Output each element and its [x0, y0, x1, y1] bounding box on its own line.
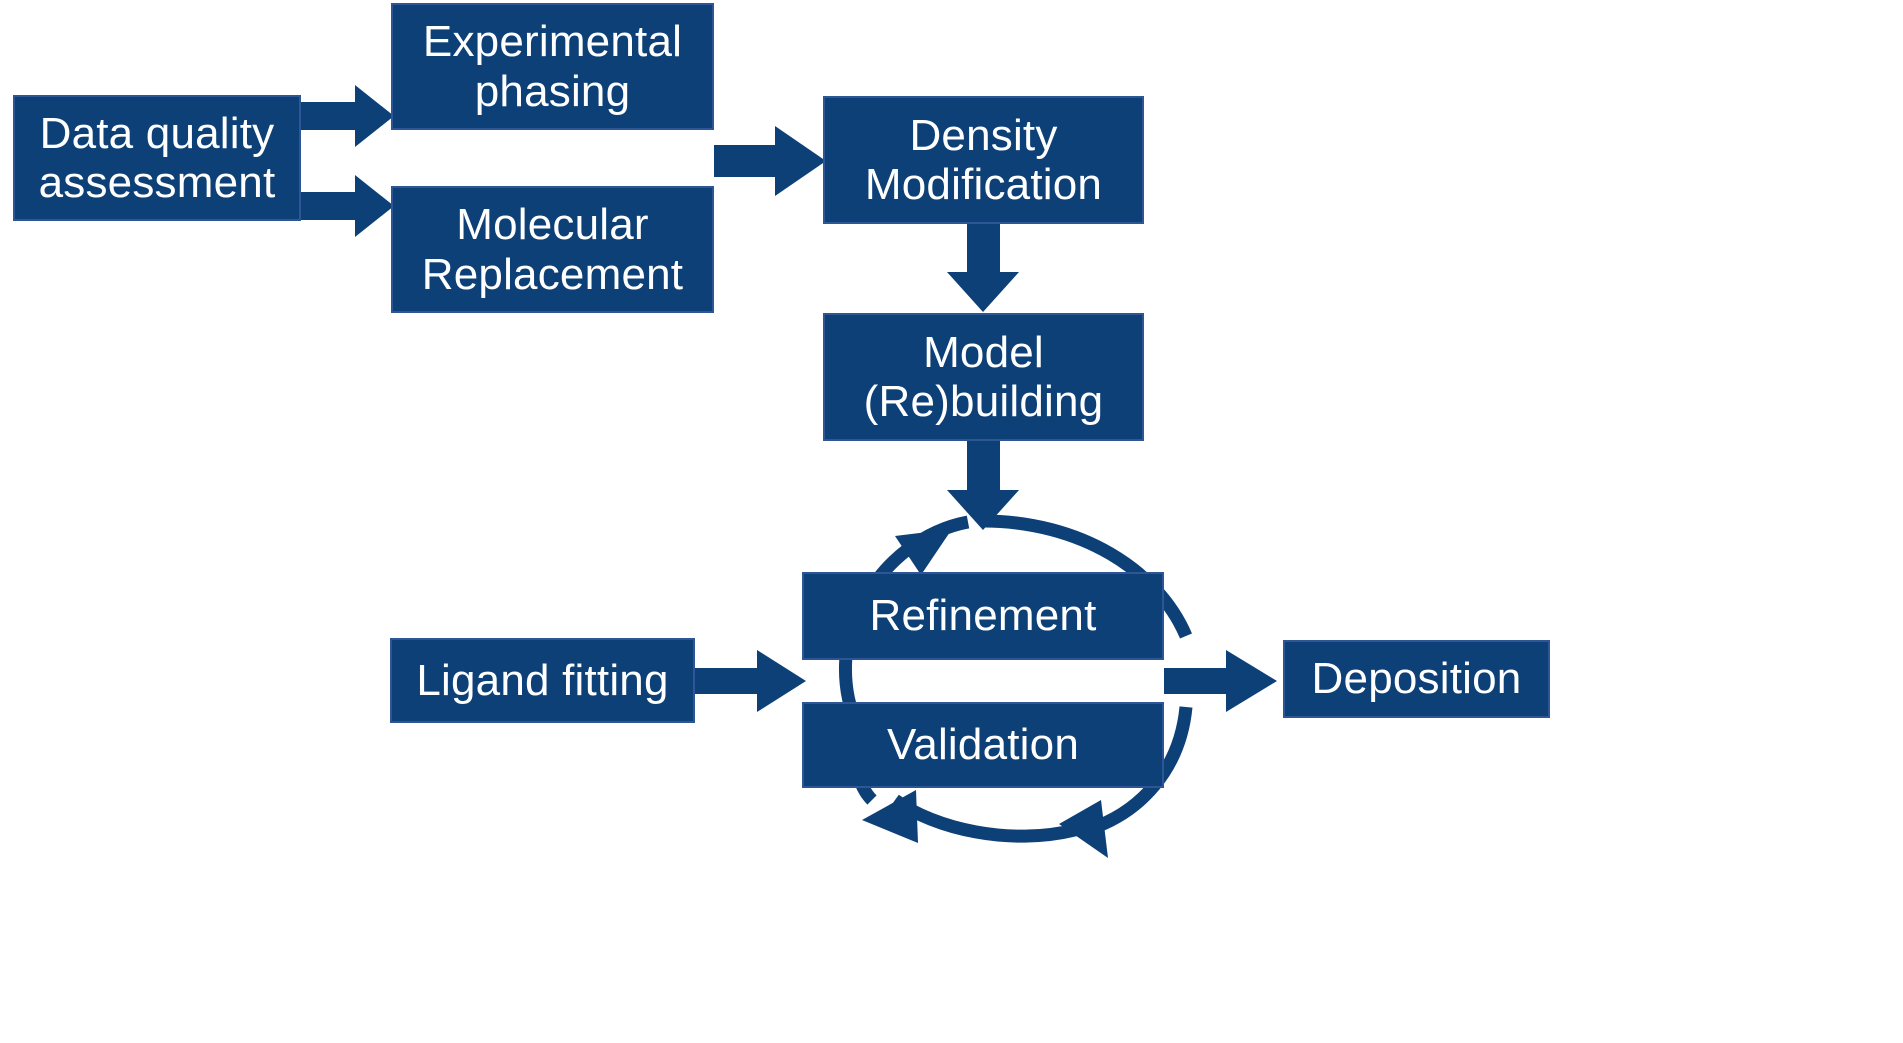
arrow-phasing-to-density-modification	[714, 126, 826, 196]
node-ligand-fitting[interactable]: Ligand fitting	[390, 638, 695, 723]
node-density-modification[interactable]: Density Modification	[823, 96, 1144, 224]
node-deposition[interactable]: Deposition	[1283, 640, 1550, 718]
node-validation[interactable]: Validation	[802, 702, 1164, 788]
node-model-rebuilding[interactable]: Model (Re)building	[823, 313, 1144, 441]
arrow-ligand-fitting-to-cycle	[695, 650, 806, 712]
node-data-quality-assessment[interactable]: Data quality assessment	[13, 95, 301, 221]
arrow-dqa-to-experimental-phasing	[301, 85, 394, 147]
arrow-model-to-cycle	[947, 441, 1019, 530]
node-refinement[interactable]: Refinement	[802, 572, 1164, 660]
node-experimental-phasing[interactable]: Experimental phasing	[391, 3, 714, 130]
arrow-cycle-to-deposition	[1164, 650, 1277, 712]
node-molecular-replacement[interactable]: Molecular Replacement	[391, 186, 714, 313]
arrow-density-modification-to-model	[947, 224, 1019, 312]
arrow-dqa-to-molecular-replacement	[301, 175, 394, 237]
